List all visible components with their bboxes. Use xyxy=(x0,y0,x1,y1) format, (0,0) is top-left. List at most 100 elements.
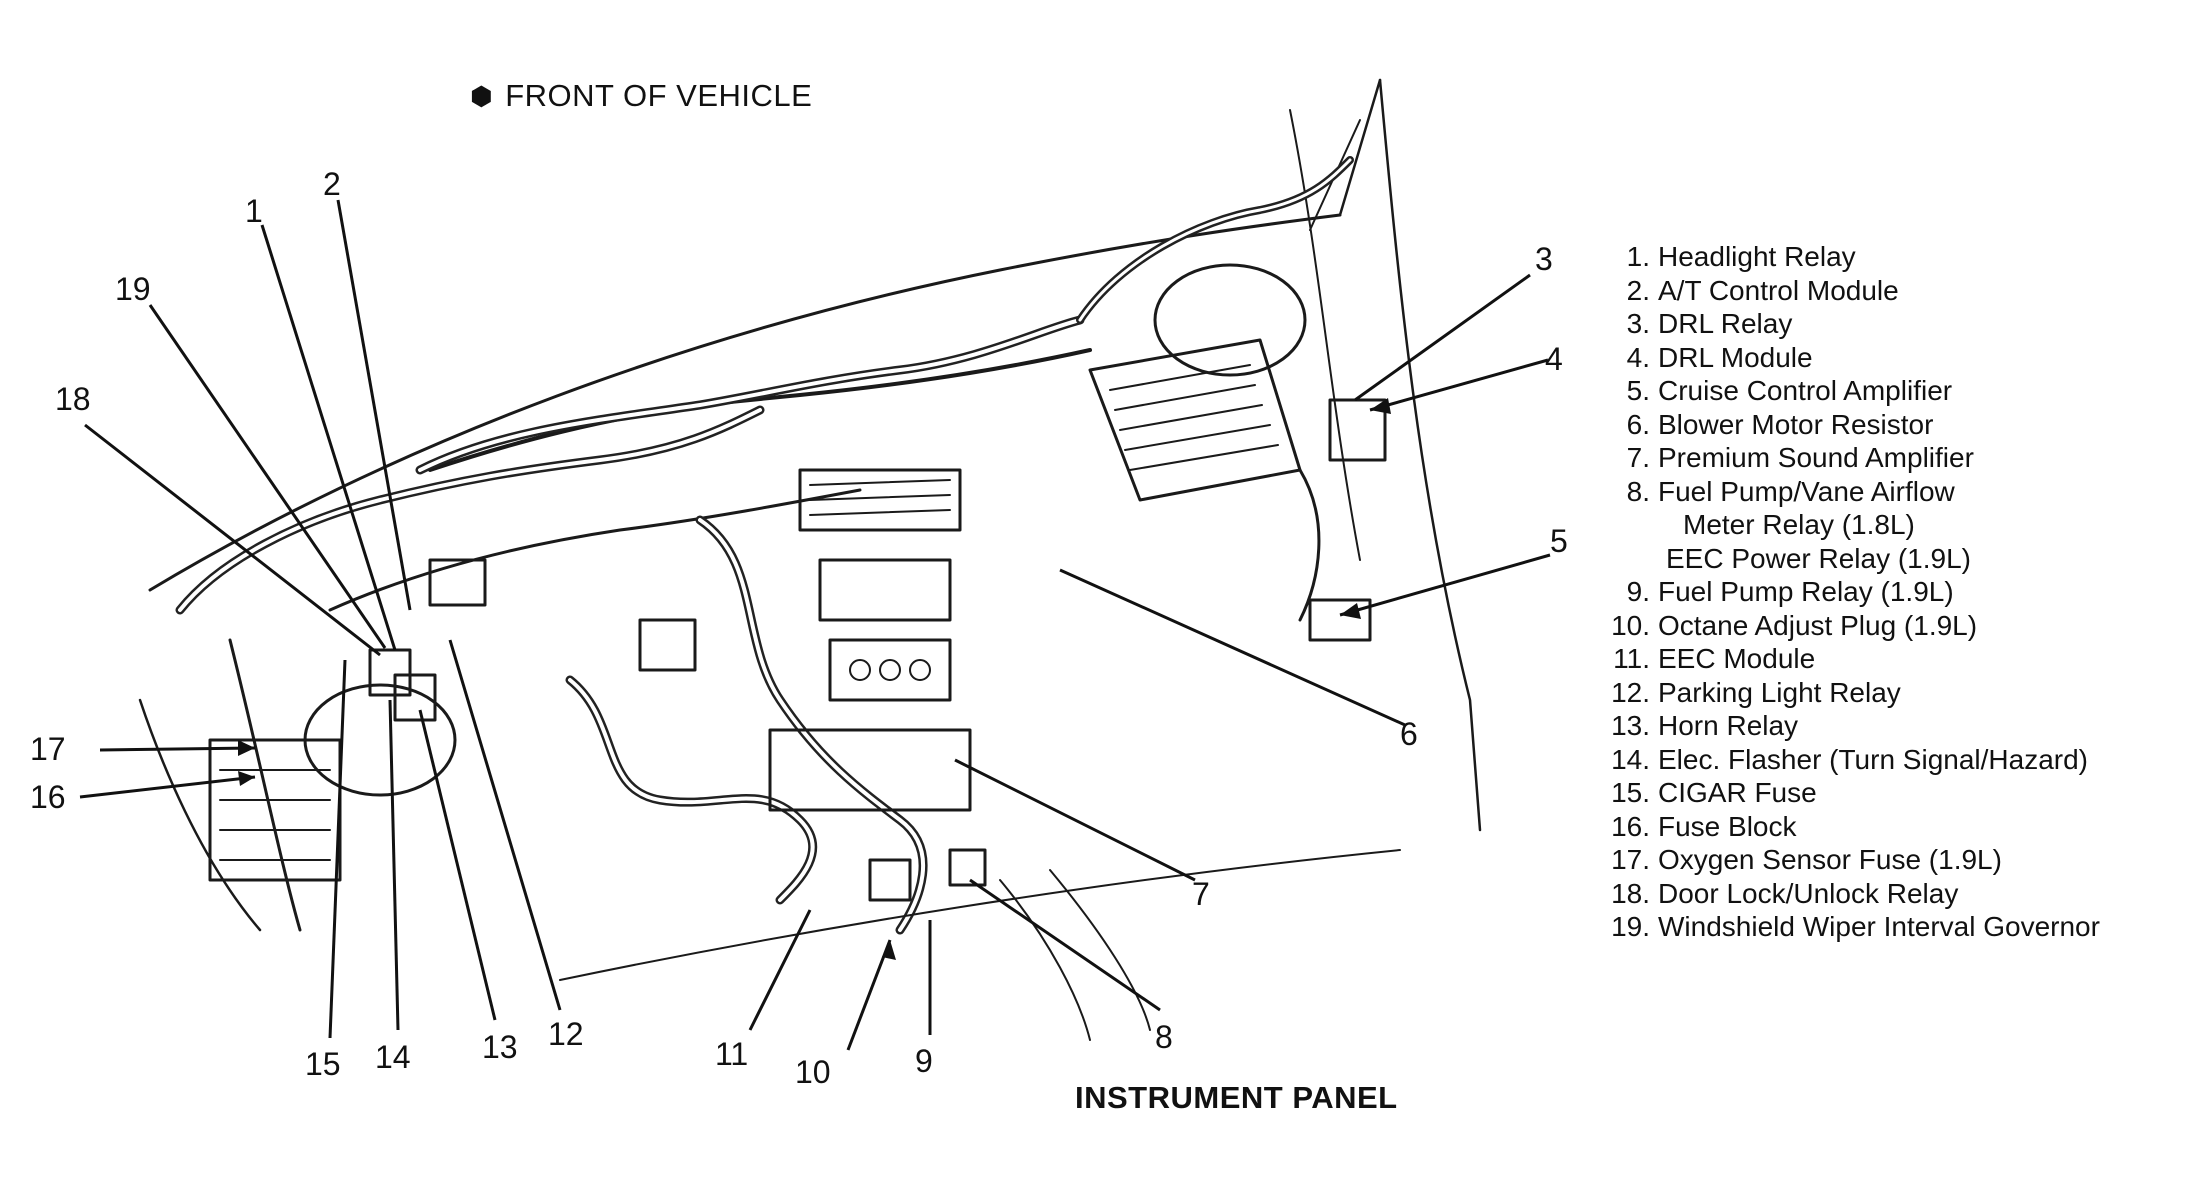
relay-block xyxy=(638,618,697,672)
leader-line-2 xyxy=(336,199,412,611)
legend-item: 19.Windshield Wiper Interval Governor xyxy=(1600,910,2100,944)
leader-line-19 xyxy=(148,304,387,649)
legend-number: 1. xyxy=(1626,241,1650,272)
arrowhead xyxy=(882,940,896,960)
legend-item: 4.DRL Module xyxy=(1600,341,2100,375)
lower-dash xyxy=(228,638,302,932)
front-of-vehicle-label: ⬢ FRONT OF VEHICLE xyxy=(470,78,812,114)
leader-line-7 xyxy=(954,758,1196,882)
relay-block xyxy=(368,648,412,697)
relay-block xyxy=(428,558,487,607)
knob xyxy=(849,659,871,681)
relay-block xyxy=(393,673,437,722)
legend-text: A/T Control Module xyxy=(1658,274,1899,306)
leader-line-18 xyxy=(84,423,381,657)
legend-number: 13. xyxy=(1611,710,1650,741)
callout-3: 3 xyxy=(1535,241,1553,277)
callout-1: 1 xyxy=(245,193,263,229)
legend-number: 16. xyxy=(1611,810,1650,842)
heater-grille xyxy=(1109,364,1279,471)
dash-front xyxy=(328,488,862,612)
leader-line-11 xyxy=(748,909,812,1031)
legend-number: 12. xyxy=(1611,676,1650,708)
legend-item: 7.Premium Sound Amplifier xyxy=(1600,441,2100,475)
control-panel xyxy=(828,638,952,702)
legend-item: 3.DRL Relay xyxy=(1600,307,2100,341)
legend-item: EEC Power Relay (1.9L) xyxy=(1600,542,2100,576)
legend-text: Elec. Flasher (Turn Signal/Hazard) xyxy=(1658,743,2089,775)
harness-antenna xyxy=(1076,156,1354,324)
arrowhead xyxy=(1370,398,1391,414)
door-outline-2 xyxy=(1289,109,1361,561)
legend-text: EEC Power Relay (1.9L) xyxy=(1666,542,1972,574)
harness-lower-inner xyxy=(568,678,815,902)
legend-item: Meter Relay (1.8L) xyxy=(1600,508,2100,542)
harness-main xyxy=(175,405,765,615)
legend-item: 18.Door Lock/Unlock Relay xyxy=(1600,877,2100,911)
leader-line-12 xyxy=(448,639,562,1011)
radio-unit xyxy=(818,558,952,622)
leader-line-5 xyxy=(1339,553,1551,617)
module-box xyxy=(768,728,972,812)
leader-line-10 xyxy=(846,939,892,1051)
legend-item: 11.EEC Module xyxy=(1600,642,2100,676)
legend-item: 13. Horn Relay xyxy=(1600,709,2100,743)
blower-housing xyxy=(1153,263,1307,377)
callout-9: 9 xyxy=(915,1043,933,1079)
legend-text: CIGAR Fuse xyxy=(1658,777,1817,808)
knob xyxy=(879,659,901,681)
legend-item: 14.Elec. Flasher (Turn Signal/Hazard) xyxy=(1600,743,2100,777)
callout-8: 8 xyxy=(1155,1019,1173,1055)
leader-line-14 xyxy=(388,699,400,1031)
floor-hump xyxy=(999,879,1091,1041)
legend-number: 18. xyxy=(1611,877,1650,909)
callout-14: 14 xyxy=(375,1039,411,1075)
legend-item: 17. Oxygen Sensor Fuse (1.9L) xyxy=(1600,843,2100,877)
dash-top xyxy=(428,348,1092,472)
leader-line-3 xyxy=(1354,273,1531,402)
knob xyxy=(909,659,931,681)
heater-box xyxy=(1088,338,1302,502)
legend-text: Oxygen Sensor Fuse (1.9L) xyxy=(1658,844,2002,875)
harness-main-inner xyxy=(178,408,762,612)
callout-10: 10 xyxy=(795,1054,831,1090)
relay-block xyxy=(948,848,987,887)
leader-line-1 xyxy=(260,224,397,651)
legend-text: Fuel Pump/Vane Airflow xyxy=(1658,475,1955,507)
legend-item: 2.A/T Control Module xyxy=(1600,274,2100,308)
harness-antenna-inner xyxy=(1078,158,1352,322)
harness-center-inner xyxy=(698,518,926,932)
callout-7: 7 xyxy=(1192,876,1210,912)
callout-15: 15 xyxy=(305,1046,341,1082)
legend-text: Horn Relay xyxy=(1658,710,1799,741)
callout-11: 11 xyxy=(715,1036,748,1072)
harness-lower xyxy=(565,675,818,905)
legend-text: Premium Sound Amplifier xyxy=(1658,442,1974,473)
legend-number: 4. xyxy=(1626,341,1650,373)
leader-line-13 xyxy=(418,709,497,1021)
legend-text: Headlight Relay xyxy=(1658,241,1856,272)
arrow-icon: ⬢ xyxy=(470,80,494,111)
legend-item: 12.Parking Light Relay xyxy=(1600,676,2100,710)
legend-item: 5.Cruise Control Amplifier xyxy=(1600,374,2100,408)
callout-2: 2 xyxy=(323,166,341,202)
legend-number: 17. xyxy=(1611,844,1650,875)
legend-number: 6. xyxy=(1626,408,1650,440)
legend-text: EEC Module xyxy=(1658,643,1816,674)
legend-text: DRL Module xyxy=(1658,341,1813,373)
harness-center xyxy=(695,515,928,935)
leader-line-6 xyxy=(1059,568,1406,727)
legend-item: 6.Blower Motor Resistor xyxy=(1600,408,2100,442)
legend-item: 16.Fuse Block xyxy=(1600,810,2100,844)
legend-item: 15. CIGAR Fuse xyxy=(1600,776,2100,810)
legend-number: 9. xyxy=(1626,576,1650,607)
legend-item: 9.Fuel Pump Relay (1.9L) xyxy=(1600,575,2100,609)
callout-18: 18 xyxy=(55,381,91,417)
cruise-amp xyxy=(1308,598,1372,642)
legend-text: Parking Light Relay xyxy=(1658,676,1901,708)
harness-top-inner xyxy=(418,318,1082,472)
legend-text: Meter Relay (1.8L) xyxy=(1683,509,1915,540)
legend-number: 8. xyxy=(1626,475,1650,507)
legend-number: 15. xyxy=(1611,777,1650,808)
